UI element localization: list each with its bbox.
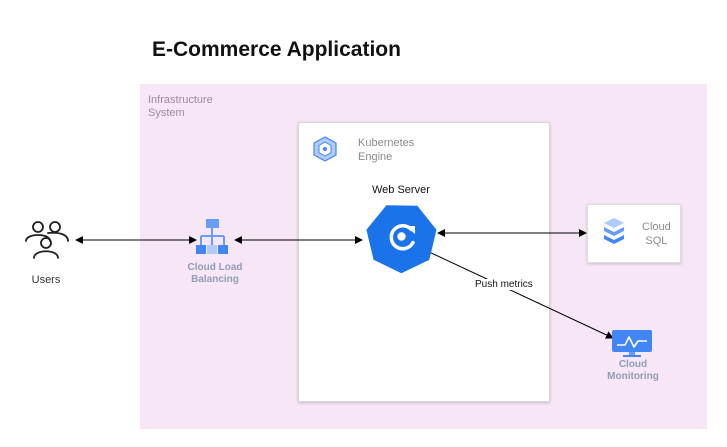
cloud-monitoring-icon[interactable] <box>612 330 652 357</box>
load-balancing-label-line1: Cloud Load <box>187 262 243 273</box>
cloud-sql-icon[interactable] <box>604 218 624 244</box>
diagram-title: E-Commerce Application <box>152 38 401 61</box>
cloud-sql-label: Cloud SQL <box>642 220 671 248</box>
edge-web-server-cloud-monitoring[interactable] <box>426 250 614 339</box>
kubernetes-engine-icon[interactable] <box>313 136 337 162</box>
cloud-load-balancing-label: Cloud Load Balancing <box>178 262 252 286</box>
cloud-sql-label-line1: Cloud <box>642 221 671 233</box>
cloud-monitoring-label-line2: Monitoring <box>607 371 659 382</box>
web-server-label: Web Server <box>372 184 430 196</box>
kubernetes-engine-label: Kubernetes Engine <box>358 136 414 164</box>
cloud-monitoring-label: Cloud Monitoring <box>598 359 668 383</box>
web-server-icon[interactable] <box>366 205 437 274</box>
load-balancing-label-line2: Balancing <box>191 274 239 285</box>
infrastructure-system-label: Infrastructure System <box>148 94 213 120</box>
kubernetes-label-line1: Kubernetes <box>358 137 415 149</box>
cloud-monitoring-label-line1: Cloud <box>618 359 648 370</box>
cloud-sql-label-line2: SQL <box>645 235 668 247</box>
infrastructure-label-line2: System <box>148 107 185 119</box>
kubernetes-label-line2: Engine <box>358 151 393 163</box>
cloud-sql-node[interactable] <box>587 204 681 263</box>
infrastructure-label-line1: Infrastructure <box>148 94 213 106</box>
push-metrics-label: Push metrics <box>474 279 534 290</box>
users-label: Users <box>31 274 61 286</box>
users-icon[interactable] <box>25 221 69 259</box>
cloud-load-balancing-icon[interactable] <box>196 219 228 254</box>
